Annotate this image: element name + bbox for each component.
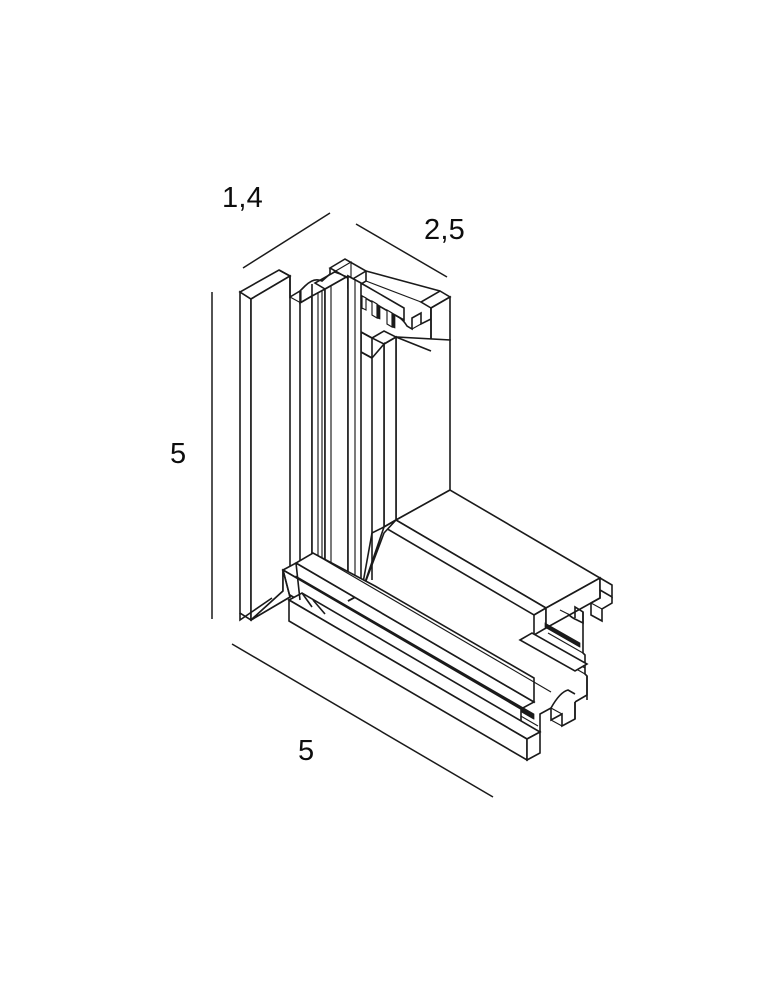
top-arch-rib [299,273,331,292]
top-rear-silhouette [365,270,441,292]
right-end-fin-1b [547,632,584,654]
bottom-right-end-rib [574,676,588,703]
vertical-right-wall-top-edge [395,336,432,352]
bottom-left-corner-inner2 [295,562,301,601]
right-end-outer-flange-top [599,576,613,599]
dimension-label-depth: 1,4 [222,182,263,214]
top-section-fin-blade-1 [361,295,367,311]
top-section-claw-edge [411,323,422,330]
dimension-label-height: 5 [170,438,186,470]
right-end-flange-notch-edge [590,614,603,622]
vertical-left-outer-wall [239,290,252,622]
bottom-right-end-notch-edge2 [550,707,563,715]
bottom-right-end-notch [539,702,576,732]
vertical-right-wall-lip-face [371,341,385,535]
top-rear-silhouette-inner [365,280,422,303]
bottom-arm-upper-surface-line [312,552,552,693]
right-end-fin-1 [544,626,581,648]
bottom-right-arc [550,689,576,709]
vertical-right-wall-lip-edge2 [360,351,373,359]
top-cap-triangle [332,260,352,279]
dimension-leader-width [355,223,448,278]
top-section-claw [394,308,432,331]
vertical-right-wall-top-cap [370,330,398,345]
dimension-leader-depth [242,212,331,269]
right-end-flange-notch-edge2 [590,602,603,610]
top-section-fin-blade-2 [371,299,378,320]
horizontal-arm-lower-band-top [518,632,589,672]
bottom-left-corner-inner3 [301,592,313,608]
top-section-fin-blade-3 [386,308,393,329]
bottom-left-corner-inner [282,569,291,598]
dimension-leader-length [231,643,494,798]
bottom-right-end-plate [526,730,541,762]
corner-profile-body [238,258,613,762]
vertical-left-outer-wall-inner [250,274,291,622]
top-section-slot-dark-2 [391,312,396,329]
bottom-left-corner-inner4 [312,599,326,615]
top-section-slot-dark-1 [376,303,381,320]
vertical-right-wall-face [395,336,451,522]
dimension-leaders [211,212,494,798]
dimension-label-width: 2,5 [424,214,465,246]
right-end-claw-arc [559,609,569,615]
vertical-right-wall-lip-edge [360,331,373,339]
dimension-label-length: 5 [298,735,314,767]
bottom-left-corner-outer2 [239,597,273,622]
dimension-labels: 1,4 2,5 5 5 [170,182,465,767]
bottom-right-end-notch-edge [550,719,563,727]
inner-corner-floor [360,519,397,595]
vertical-right-wall-side [383,335,397,529]
